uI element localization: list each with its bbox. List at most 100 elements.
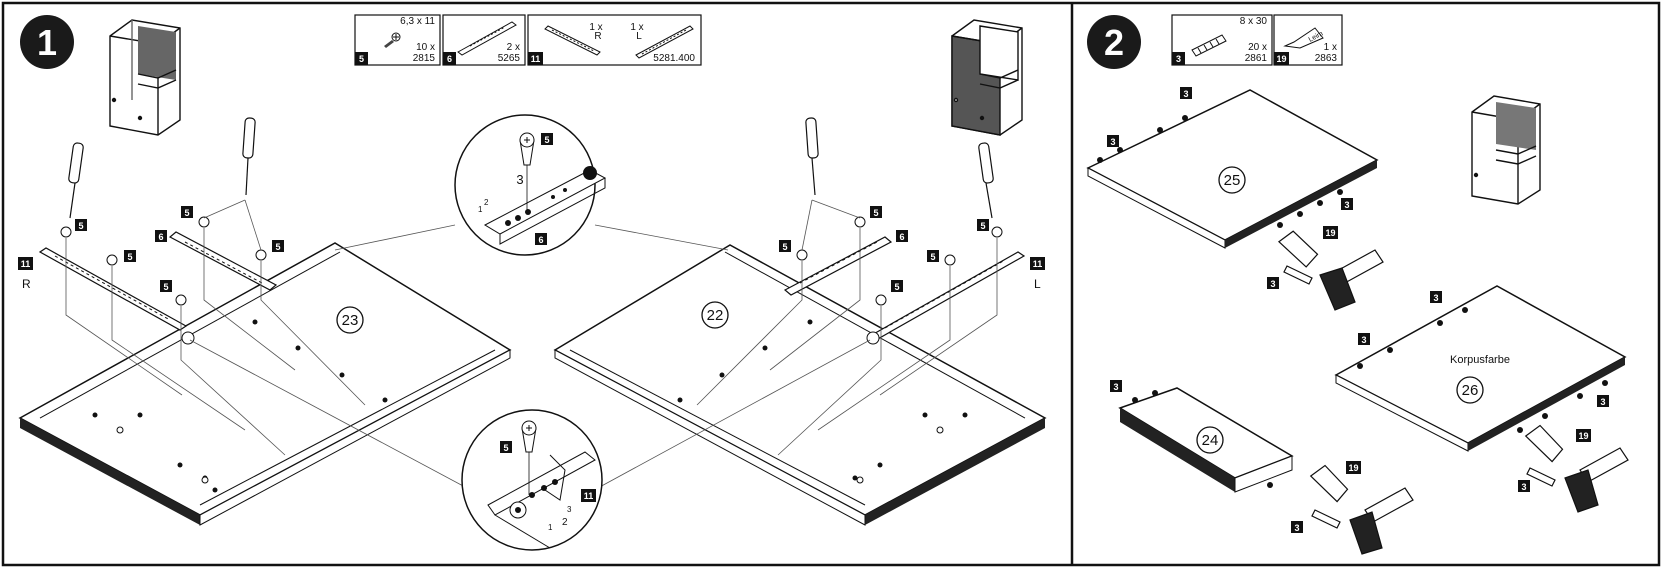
panel-26-color-label: Korpusfarbe — [1450, 354, 1510, 366]
panel-24-number: 24 — [1202, 432, 1219, 449]
cabinet-icon-step2 — [1471, 95, 1541, 205]
parts-legend-step2: 3 8 x 30 20 x 2861 19 1 x 2863 Leim — [1171, 14, 1343, 66]
screw-icon — [384, 32, 401, 48]
part-qty-3: 20 x — [1248, 42, 1267, 53]
panel-23-number: 23 — [342, 312, 359, 329]
panel-26-badge — [1456, 376, 1484, 404]
bracket-rail-icon — [457, 21, 517, 56]
panel-22: 22 — [553, 244, 1047, 526]
callout-5: 5 — [980, 221, 985, 231]
callout-5: 5 — [78, 221, 83, 231]
part-code-5: 2815 — [413, 53, 436, 64]
panel-23: 23 — [18, 242, 512, 526]
hammer-head-icon — [1349, 511, 1383, 555]
rail-6-left — [168, 231, 278, 291]
detail-bottom-n3: 3 — [567, 505, 572, 514]
dowel-icon — [1283, 265, 1313, 285]
part-dims-5: 6,3 x 11 — [400, 16, 435, 27]
detail-top-qty: 3 — [516, 172, 523, 187]
callout-3: 3 — [1270, 279, 1275, 289]
callout-5: 5 — [930, 252, 935, 262]
callout-3: 3 — [1600, 397, 1605, 407]
callout-3: 3 — [1344, 200, 1349, 210]
callout-tags-step2: 3 3 3 19 3 3 3 3 3 19 19 3 3 — [1107, 87, 1609, 533]
callout-5: 5 — [127, 252, 132, 262]
detail-top-hole1: 1 — [478, 205, 483, 214]
panel-26: Korpusfarbe 26 — [1334, 285, 1627, 452]
rail-6-right — [783, 236, 893, 296]
detail-bottom-n2: 2 — [562, 517, 568, 528]
callout-3: 3 — [1294, 523, 1299, 533]
callout-11: 11 — [584, 491, 594, 501]
part-code-19: 2863 — [1315, 53, 1338, 64]
part-tag-6: 6 — [447, 54, 452, 64]
glue-tube-icon — [1309, 464, 1349, 503]
panel-25-number: 25 — [1224, 172, 1241, 189]
step-1-badge: 1 — [20, 15, 74, 69]
panel-24: 24 — [1118, 387, 1294, 493]
part-qty-r: 1 x — [589, 22, 602, 33]
panel-22-number: 22 — [707, 307, 724, 324]
screw-icons — [60, 216, 1003, 306]
step-2-badge: 2 — [1087, 15, 1141, 69]
callout-5: 5 — [873, 208, 878, 218]
callout-6: 6 — [158, 232, 163, 242]
hammer-head-icon — [1319, 267, 1356, 311]
glue-tube-icon — [1524, 424, 1564, 463]
part-qty-6: 2 x — [507, 42, 520, 53]
glue-tube-icon — [1277, 230, 1319, 268]
side-label-r: R — [22, 277, 31, 291]
detail-top-hole2: 2 — [484, 198, 489, 207]
panel-22-badge — [701, 301, 729, 329]
part-code-3: 2861 — [1245, 53, 1268, 64]
dowel-icon — [1191, 34, 1227, 57]
callout-5: 5 — [275, 242, 280, 252]
detail-circle-bottom: 1 2 3 — [461, 409, 603, 551]
part-tag-5: 5 — [359, 54, 364, 64]
detail-circle-top: 3 1 2 — [454, 114, 607, 256]
panel-25: 25 — [1086, 89, 1379, 249]
callout-tags-step1: 5 5 5 5 6 5 11 R 5 6 5 11 5 5 6 5 5 5 11… — [18, 133, 1045, 502]
part-qty-l: 1 x — [630, 22, 643, 33]
callout-19: 19 — [1578, 431, 1588, 441]
part-tag-3: 3 — [1176, 54, 1181, 64]
screwdriver-icon — [68, 117, 994, 219]
parts-legend-step1: 5 6,3 x 11 10 x 2815 6 2 x 5265 11 1 x R… — [354, 14, 702, 66]
runner-11-left — [866, 251, 1026, 345]
drawer-runner-icon — [544, 25, 694, 59]
dowel-icon — [1311, 509, 1341, 529]
part-qty-19: 1 x — [1324, 42, 1337, 53]
callout-5: 5 — [184, 208, 189, 218]
part-tag-11: 11 — [531, 54, 541, 64]
panel-25-badge — [1218, 166, 1246, 194]
cabinet-icon-light — [109, 19, 181, 136]
callout-3: 3 — [1113, 382, 1118, 392]
panel-26-number: 26 — [1462, 382, 1479, 399]
glue-and-hammer-set — [1277, 230, 1629, 555]
callout-11: 11 — [1033, 259, 1043, 269]
callout-3: 3 — [1433, 293, 1438, 303]
part-qty-5: 10 x — [416, 42, 435, 53]
part-dims-3: 8 x 30 — [1240, 16, 1268, 27]
callout-5: 5 — [163, 282, 168, 292]
callout-5: 5 — [544, 135, 549, 145]
callout-3: 3 — [1110, 137, 1115, 147]
callout-6: 6 — [899, 232, 904, 242]
callout-19: 19 — [1325, 228, 1335, 238]
hammer-head-icon — [1564, 469, 1599, 513]
callout-3: 3 — [1361, 335, 1366, 345]
callout-5: 5 — [782, 242, 787, 252]
callout-19: 19 — [1348, 463, 1358, 473]
part-code-11: 5281.400 — [653, 53, 695, 64]
runner-11-right — [38, 247, 195, 345]
callout-6: 6 — [538, 235, 543, 245]
callout-3: 3 — [1521, 482, 1526, 492]
callout-11: 11 — [21, 259, 31, 269]
guide-lines — [65, 199, 998, 496]
side-label-l: L — [1034, 277, 1041, 291]
part-side-r: R — [594, 31, 601, 42]
detail-bottom-n1: 1 — [548, 523, 553, 532]
